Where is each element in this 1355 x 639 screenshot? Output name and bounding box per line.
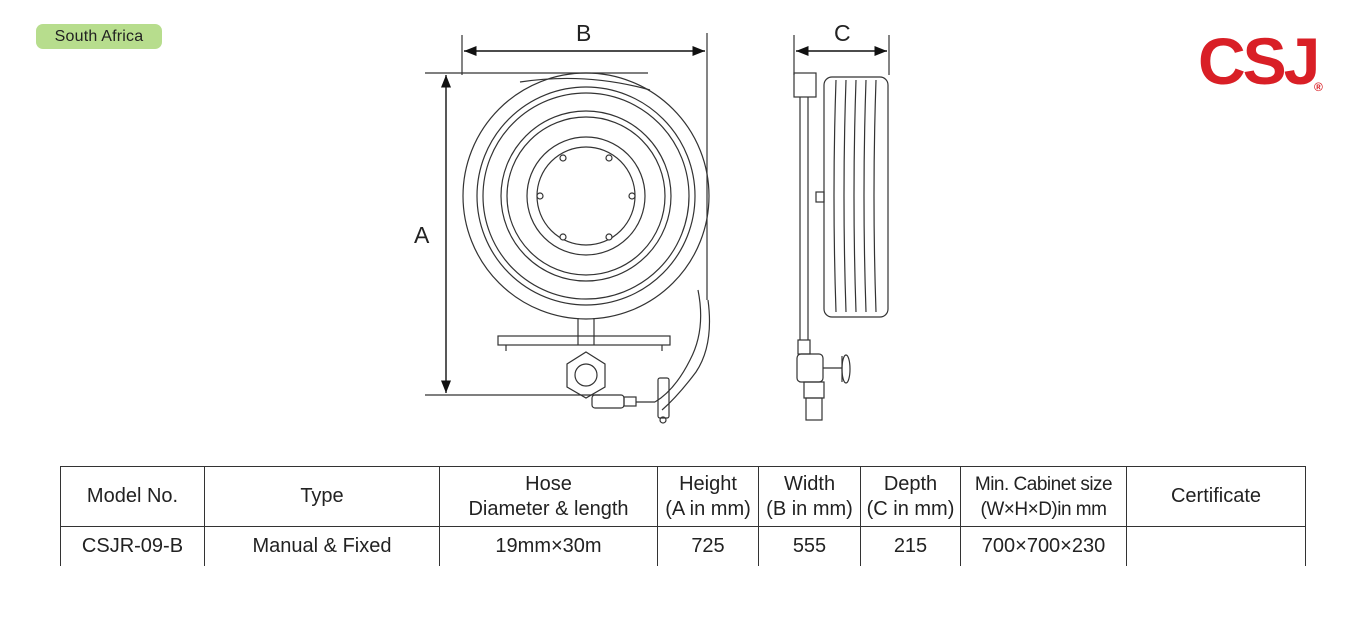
cell-height: 725 bbox=[657, 526, 759, 566]
header-certificate: Certificate bbox=[1126, 466, 1306, 527]
drum-outer-ring bbox=[462, 72, 710, 320]
logo-text: CSJ bbox=[1198, 24, 1320, 98]
registered-mark: ® bbox=[1314, 80, 1323, 94]
valve-hex bbox=[566, 351, 606, 399]
header-cabinet-size: Min. Cabinet size(W×H×D)in mm bbox=[960, 466, 1127, 527]
cell-type: Manual & Fixed bbox=[204, 526, 440, 566]
header-height: Height(A in mm) bbox=[657, 466, 759, 527]
dimension-b-label: B bbox=[576, 20, 592, 46]
brand-logo: CSJ ® bbox=[1198, 24, 1323, 98]
cell-depth: 215 bbox=[860, 526, 961, 566]
cell-cabinet-size: 700×700×230 bbox=[960, 526, 1127, 566]
dimension-c-label: C bbox=[834, 20, 851, 46]
header-width: Width(B in mm) bbox=[758, 466, 861, 527]
table-row: CSJR-09-B Manual & Fixed 19mm×30m 725 55… bbox=[60, 526, 1306, 566]
header-depth: Depth(C in mm) bbox=[860, 466, 961, 527]
cell-certificate bbox=[1126, 526, 1306, 566]
cell-model: CSJR-09-B bbox=[60, 526, 205, 566]
header-type: Type bbox=[204, 466, 440, 527]
cell-width: 555 bbox=[758, 526, 861, 566]
cell-hose: 19mm×30m bbox=[439, 526, 658, 566]
hose-reel-drawing bbox=[425, 33, 890, 424]
region-badge: South Africa bbox=[36, 24, 162, 49]
dimension-a-label: A bbox=[414, 222, 430, 248]
header-model: Model No. bbox=[60, 466, 205, 527]
